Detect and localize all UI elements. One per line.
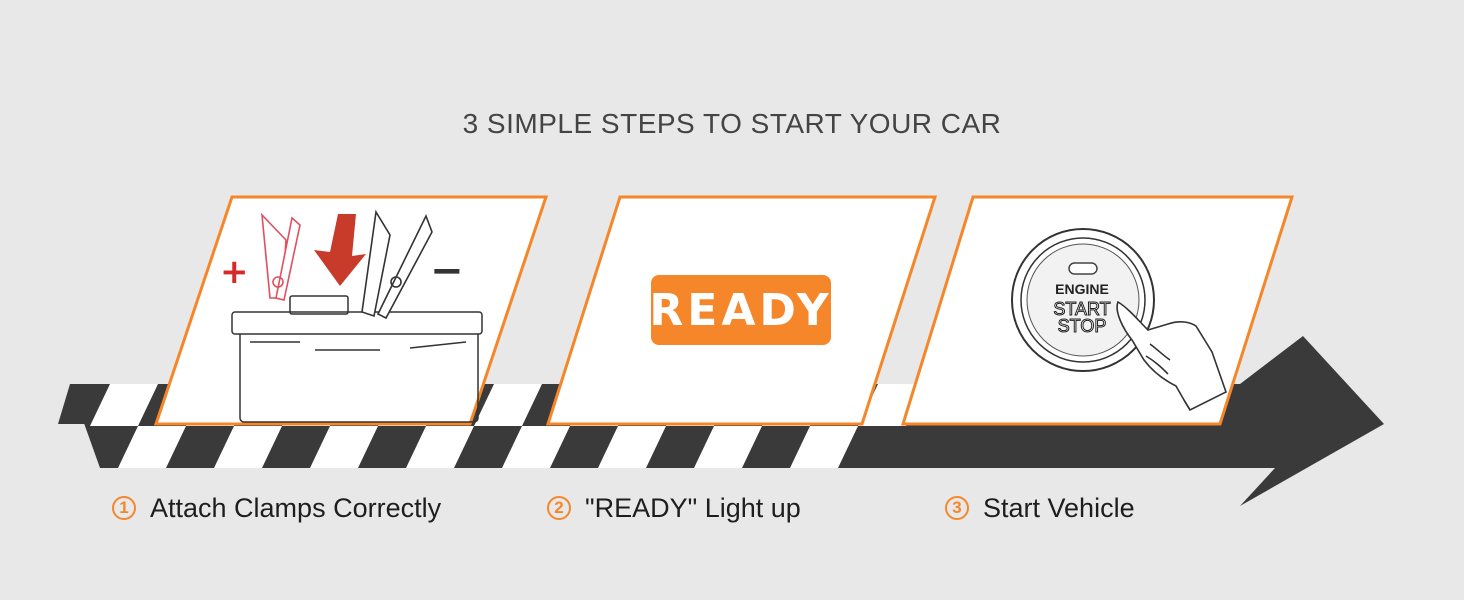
engine-label: ENGINE bbox=[1055, 281, 1109, 297]
checker-square bbox=[90, 384, 158, 426]
step-number-icon: 3 bbox=[945, 496, 969, 520]
ready-badge: READY bbox=[649, 275, 831, 345]
page-title: 3 SIMPLE STEPS TO START YOUR CAR bbox=[462, 108, 1002, 139]
checker-square bbox=[406, 426, 474, 468]
step-1-label: Attach Clamps Correctly bbox=[150, 492, 442, 523]
step-1-panel bbox=[153, 195, 549, 426]
checker-square bbox=[310, 426, 378, 468]
step-number-icon: 1 bbox=[112, 496, 136, 520]
start-label: START bbox=[1053, 299, 1110, 319]
step-1-caption: 1 Attach Clamps Correctly bbox=[112, 490, 441, 526]
step-number-icon: 2 bbox=[547, 496, 571, 520]
pointing-hand-icon bbox=[1116, 300, 1227, 412]
down-arrow-icon bbox=[314, 214, 366, 286]
step-3-label: Start Vehicle bbox=[983, 492, 1135, 523]
checker-square bbox=[118, 426, 186, 468]
step-2-caption: 2 "READY" Light up bbox=[547, 490, 801, 526]
step-2-label: "READY" Light up bbox=[585, 492, 801, 523]
minus-sign: − bbox=[430, 248, 464, 294]
checker-square bbox=[474, 384, 542, 426]
engine-start-button-icon: ENGINE START STOP bbox=[1011, 228, 1155, 372]
checker-square bbox=[502, 426, 570, 468]
arrow-head-icon bbox=[1240, 336, 1384, 506]
battery-clamps-icon bbox=[231, 209, 483, 423]
checker-square bbox=[214, 426, 282, 468]
plus-sign: + bbox=[220, 252, 249, 292]
checker-square bbox=[694, 426, 762, 468]
stop-label: STOP bbox=[1058, 316, 1107, 336]
checker-square bbox=[790, 426, 858, 468]
step-3-caption: 3 Start Vehicle bbox=[945, 490, 1135, 526]
checker-square bbox=[598, 426, 666, 468]
